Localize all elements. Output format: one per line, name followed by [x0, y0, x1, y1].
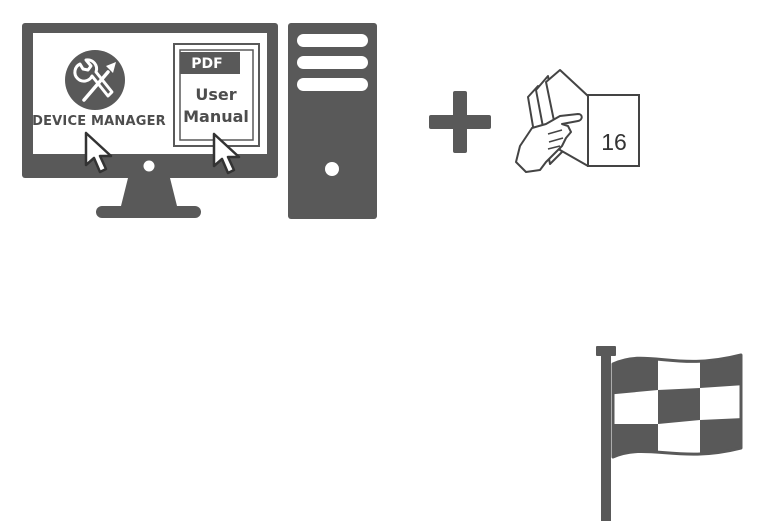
plus-icon	[429, 91, 491, 153]
manual-label-line1: User	[195, 85, 236, 104]
pointing-hand-icon	[515, 113, 583, 173]
manual-label-line2: Manual	[183, 107, 249, 126]
cursor-icon	[84, 131, 113, 174]
device-manager-icon	[65, 50, 125, 110]
pdf-badge-label: PDF	[191, 56, 222, 72]
handbook-page-number: 16	[601, 129, 627, 155]
pdf-manual-icon	[173, 43, 260, 147]
finger-lines	[547, 129, 564, 150]
tower-pc-icon	[288, 23, 377, 219]
cursor-icon	[212, 132, 241, 175]
device-manager-label: DEVICE MANAGER	[32, 114, 166, 129]
checkered-flag-icon	[596, 346, 743, 521]
